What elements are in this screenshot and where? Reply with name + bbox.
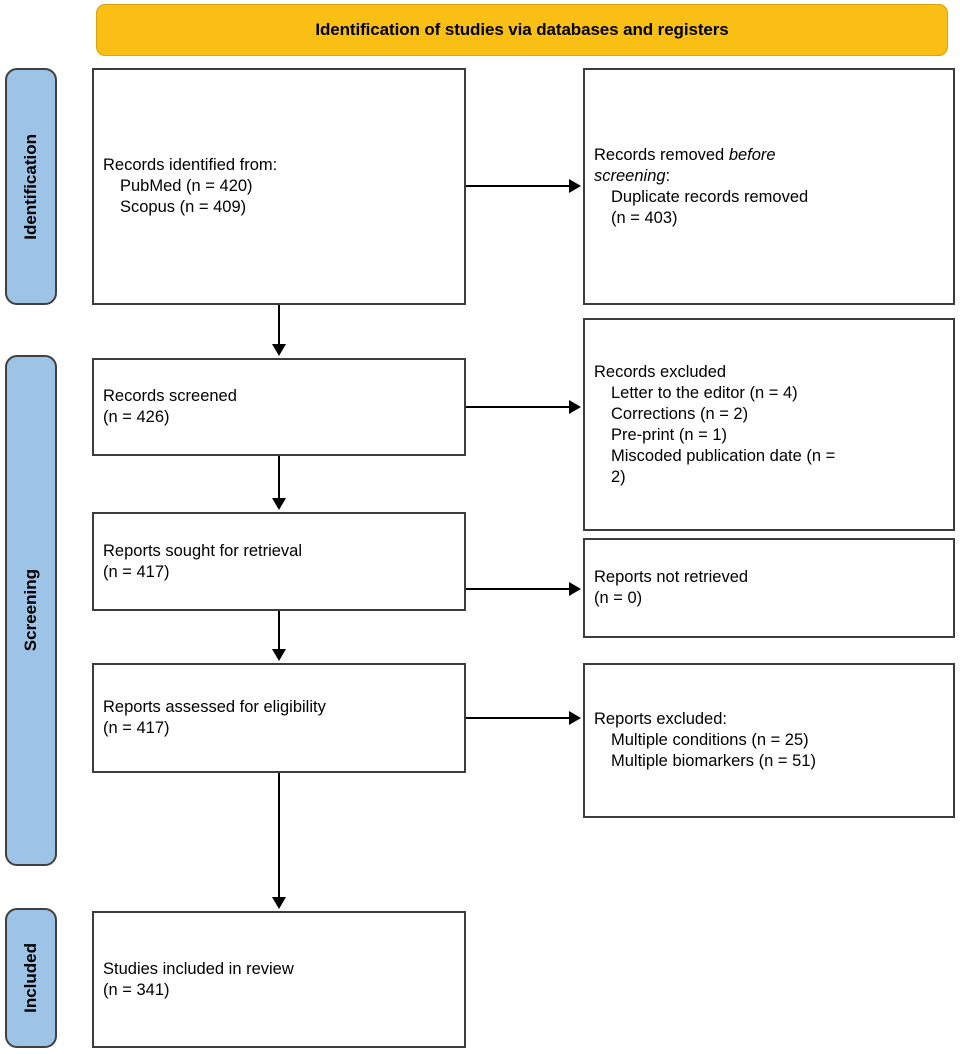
arrowhead-down-assessed-to-included [272, 897, 286, 909]
reports-not-retrieved-count: (n = 0) [594, 589, 643, 607]
box-reports-excluded: Reports excluded: Multiple conditions (n … [583, 663, 955, 818]
arrowhead-right-sought-to-not-retrieved [569, 582, 581, 596]
box-reports-assessed-text: Reports assessed for eligibility (n = 417… [94, 697, 464, 739]
records-screened-label: Records screened [103, 387, 237, 405]
box-reports-excluded-text: Reports excluded: Multiple conditions (n … [585, 709, 953, 772]
reports-excluded-multiple-conditions: Multiple conditions (n = 25) [611, 731, 809, 749]
reports-excluded-multiple-biomarkers: Multiple biomarkers (n = 51) [611, 752, 816, 770]
box-records-screened-text: Records screened (n = 426) [94, 386, 464, 428]
stage-label-identification: Identification [5, 68, 57, 305]
connector-assessed-to-included [278, 773, 280, 899]
box-records-removed: Records removed before screening: Duplicat… [583, 68, 955, 305]
diagram-header-banner: Identification of studies via databases … [96, 4, 948, 56]
connector-sought-to-not-retrieved [466, 588, 571, 590]
records-identified-pubmed: PubMed (n = 420) [120, 177, 253, 195]
reports-not-retrieved-label: Reports not retrieved [594, 568, 749, 586]
records-excluded-miscoded: Miscoded publication date (n = [611, 446, 836, 465]
records-identified-scopus: Scopus (n = 409) [120, 198, 247, 216]
connector-screened-to-sought [278, 456, 280, 500]
connector-assessed-to-reports-excluded [466, 717, 571, 719]
arrowhead-down-identified-to-screened [272, 344, 286, 356]
box-studies-included-text: Studies included in review (n = 341) [94, 959, 464, 1001]
reports-assessed-label: Reports assessed for eligibility [103, 698, 326, 716]
connector-identified-to-removed [466, 185, 571, 187]
box-records-identified-text: Records identified from: PubMed (n = 420)… [94, 155, 464, 218]
diagram-title: Identification of studies via databases … [315, 20, 729, 39]
box-reports-not-retrieved-text: Reports not retrieved (n = 0) [585, 567, 953, 609]
box-records-removed-text: Records removed before screening: Duplicat… [585, 145, 953, 229]
records-excluded-label: Records excluded [594, 362, 727, 381]
records-removed-line2-b: : [665, 166, 671, 185]
stage-label-screening-text: Screening [21, 569, 40, 652]
reports-sought-label: Reports sought for retrieval [103, 541, 303, 560]
records-screened-count: (n = 426) [103, 408, 170, 426]
box-reports-sought: Reports sought for retrieval (n = 417) [92, 512, 466, 611]
arrowhead-right-identified-to-removed [569, 179, 581, 193]
records-excluded-preprint: Pre-print (n = 1) [611, 425, 727, 444]
records-excluded-corrections: Corrections (n = 2) [611, 404, 749, 423]
connector-sought-to-assessed [278, 611, 280, 651]
records-removed-count: (n = 403) [611, 208, 678, 227]
arrowhead-down-screened-to-sought [272, 498, 286, 510]
box-records-identified: Records identified from: PubMed (n = 420)… [92, 68, 466, 305]
records-excluded-miscoded-cont: 2) [611, 467, 626, 486]
connector-screened-to-records-excluded [466, 406, 571, 408]
records-removed-duplicates: Duplicate records removed [611, 187, 809, 206]
box-reports-assessed: Reports assessed for eligibility (n = 417… [92, 663, 466, 773]
records-removed-line1-b: before [728, 145, 776, 164]
reports-assessed-count: (n = 417) [103, 719, 170, 737]
stage-label-screening: Screening [5, 355, 57, 866]
connector-identified-to-screened [278, 305, 280, 346]
studies-included-label: Studies included in review [103, 959, 294, 978]
records-removed-line1-a: Records removed [594, 145, 729, 164]
studies-included-count: (n = 341) [103, 980, 170, 999]
records-excluded-letter: Letter to the editor (n = 4) [611, 383, 798, 402]
box-studies-included: Studies included in review (n = 341) [92, 911, 466, 1048]
records-identified-line1: Records identified from: [103, 156, 278, 174]
stage-label-identification-text: Identification [21, 133, 40, 240]
arrowhead-right-screened-to-records-excluded [569, 400, 581, 414]
box-reports-sought-text: Reports sought for retrieval (n = 417) [94, 541, 464, 583]
reports-sought-count: (n = 417) [103, 562, 170, 581]
records-removed-line2-a: screening [594, 166, 666, 185]
reports-excluded-label: Reports excluded: [594, 710, 727, 728]
arrowhead-right-assessed-to-reports-excluded [569, 711, 581, 725]
arrowhead-down-sought-to-assessed [272, 649, 286, 661]
stage-label-included-text: Included [21, 943, 40, 1013]
box-reports-not-retrieved: Reports not retrieved (n = 0) [583, 538, 955, 638]
box-records-screened: Records screened (n = 426) [92, 358, 466, 456]
stage-label-included: Included [5, 908, 57, 1048]
